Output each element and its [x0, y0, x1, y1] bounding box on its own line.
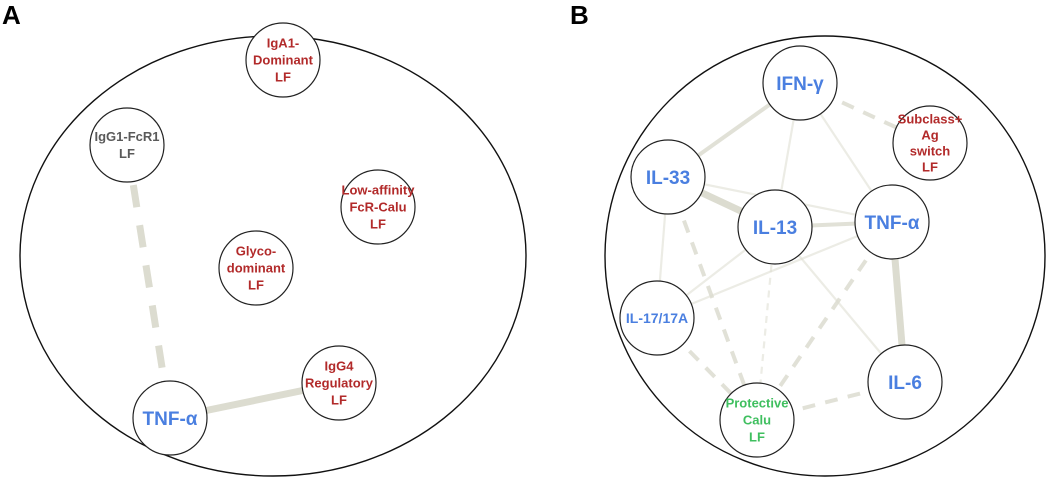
node-label-line: IFN-γ [776, 74, 824, 95]
node-circle [762, 45, 838, 121]
node-label-line: IgG1-FcR1 [94, 129, 159, 144]
node-label-line: Low-affinity [342, 183, 416, 198]
panel-a-letter: A [2, 0, 21, 30]
node-circle [245, 22, 321, 98]
node-label-line: switch [910, 144, 951, 159]
node-label-line: LF [370, 217, 386, 232]
node-label-line: TNF-α [865, 213, 920, 234]
node-circle [737, 189, 813, 265]
node-circle [218, 230, 294, 306]
edge-il33-protective [666, 176, 759, 421]
node-label-line: IL-33 [646, 168, 690, 189]
node-circle [854, 184, 930, 260]
panel-a-nodes: IgA1-DominantLFIgG1-FcR1LFLow-affinityFc… [89, 22, 416, 456]
node-circle [89, 107, 165, 183]
panel-b-boundary [604, 35, 1046, 477]
edge-igg1-tnfA [123, 144, 174, 419]
node-ifng[interactable]: IFN-γ [762, 45, 838, 121]
node-label-line: LF [275, 70, 291, 85]
node-label-line: Glyco- [236, 244, 276, 259]
node-label-line: Ag [921, 128, 938, 143]
node-tnfA[interactable]: TNF-α [132, 380, 208, 456]
node-circle [630, 139, 706, 215]
node-label-line: IL-13 [753, 218, 797, 239]
node-circle [719, 382, 795, 458]
node-label-line: Dominant [253, 53, 314, 68]
node-label-line: FcR-Calu [349, 200, 406, 215]
node-il33[interactable]: IL-33 [630, 139, 706, 215]
edge-tnfB-il17 [656, 220, 893, 320]
node-label-line: LF [749, 430, 765, 445]
node-label-line: Protective [726, 396, 789, 411]
node-label-line: IL-17/17A [626, 310, 688, 326]
node-tnfB[interactable]: TNF-α [854, 184, 930, 260]
node-label-line: LF [331, 393, 347, 408]
node-label-line: IgG4 [325, 359, 355, 374]
node-label-line: dominant [227, 261, 286, 276]
panel-b-letter: B [570, 0, 589, 30]
node-label-line: LF [248, 278, 264, 293]
node-circle [892, 105, 968, 181]
node-label-line: Regulatory [305, 376, 374, 391]
panel-a: A IgA1-DominantLFIgG1-FcR1LFLow-affinity… [2, 0, 527, 477]
node-label-line: LF [922, 160, 938, 175]
node-label-line: LF [119, 146, 135, 161]
node-circle [301, 345, 377, 421]
node-circle [132, 380, 208, 456]
node-label-line: IL-6 [888, 373, 922, 394]
node-circle [340, 169, 416, 245]
node-il6[interactable]: IL-6 [867, 344, 943, 420]
node-circle [619, 280, 695, 356]
node-il13[interactable]: IL-13 [737, 189, 813, 265]
node-label-line: IgA1- [267, 36, 300, 51]
node-label-line: Calu [743, 413, 771, 428]
node-label-line: Subclass+ [898, 112, 963, 127]
node-il17[interactable]: IL-17/17A [619, 280, 695, 356]
node-circle [867, 344, 943, 420]
edge-tnfB-protective [755, 220, 894, 422]
node-label-line: TNF-α [143, 409, 198, 430]
